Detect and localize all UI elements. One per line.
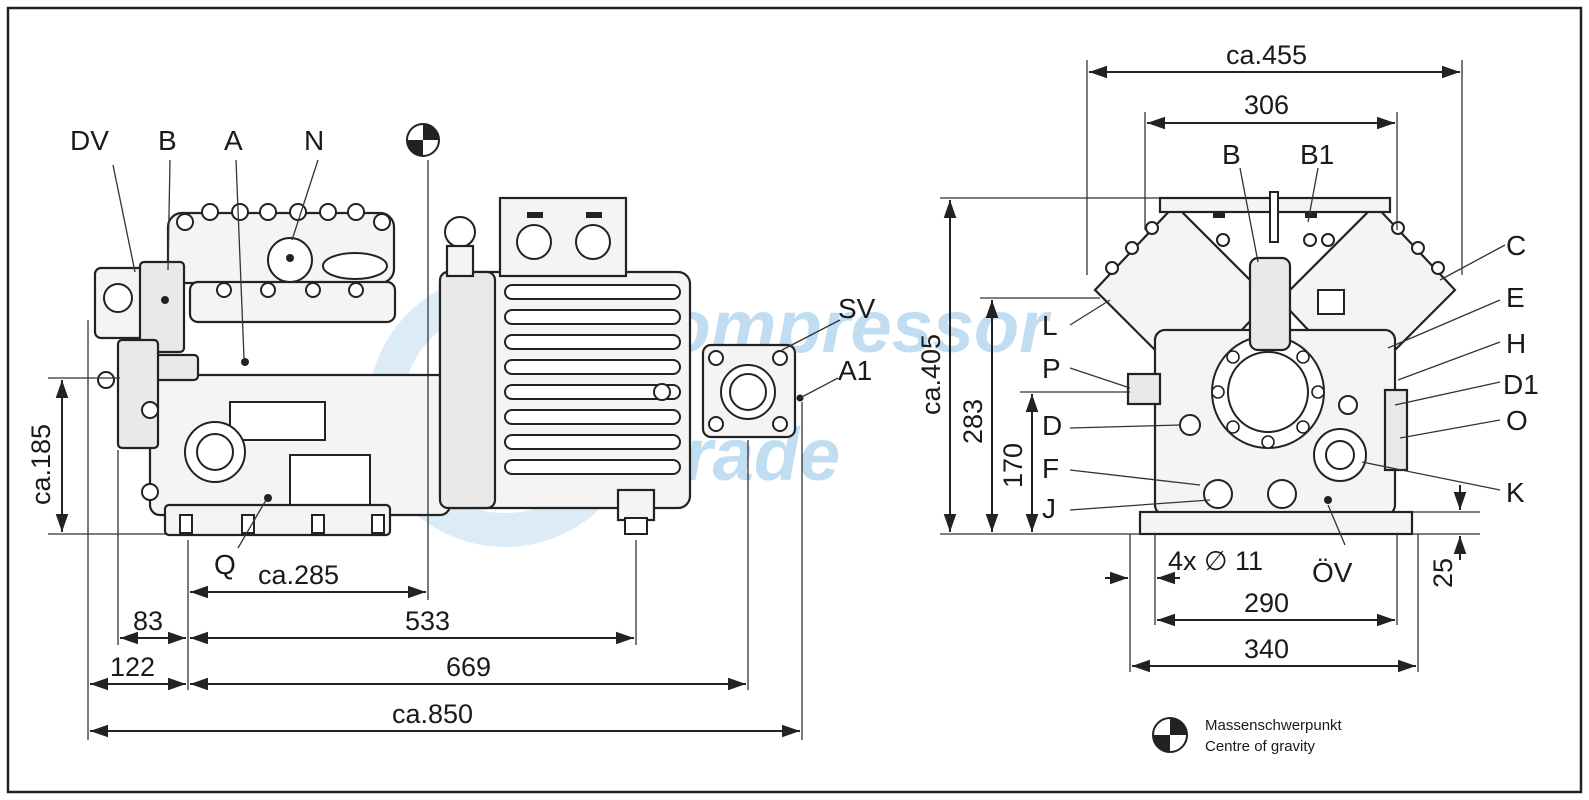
label-c: C <box>1506 230 1526 261</box>
side-leader-lines <box>112 159 841 549</box>
label-front-b: B <box>1222 139 1241 170</box>
dim-340: 340 <box>1244 634 1289 664</box>
dim-122: 122 <box>110 652 155 682</box>
legend-line-2: Centre of gravity <box>1205 738 1316 755</box>
label-b: B <box>158 125 177 156</box>
label-a1: A1 <box>838 355 872 386</box>
label-e: E <box>1506 282 1525 313</box>
label-sv: SV <box>838 293 876 324</box>
front-leader-lines <box>1069 167 1506 546</box>
label-b1: B1 <box>1300 139 1334 170</box>
front-extension-lines <box>940 60 1480 672</box>
label-d1: D1 <box>1503 369 1539 400</box>
dim-306: 306 <box>1244 90 1289 120</box>
front-dimension-lines <box>943 65 1467 673</box>
crankcase <box>97 338 452 537</box>
dim-25: 25 <box>1428 558 1458 588</box>
label-o: O <box>1506 405 1528 436</box>
crankcase-front <box>1126 256 1414 536</box>
legend: Massenschwerpunkt Centre of gravity <box>1152 717 1343 755</box>
dim-170: 170 <box>998 443 1028 488</box>
label-q: Q <box>214 549 236 580</box>
label-n: N <box>304 125 324 156</box>
side-view: DV B A N SV A1 Q ca.18 <box>26 123 876 740</box>
side-extension-lines <box>48 160 803 740</box>
label-l: L <box>1042 310 1058 341</box>
label-a: A <box>224 125 243 156</box>
label-dv: DV <box>70 125 109 156</box>
front-view: B B1 C E H D1 O K L P D F J ÖV <box>916 40 1539 673</box>
legend-line-1: Massenschwerpunkt <box>1205 717 1343 734</box>
side-dimension-lines <box>55 380 800 738</box>
label-ov: ÖV <box>1312 557 1353 588</box>
discharge-valve <box>93 260 186 354</box>
suction-valve <box>701 343 804 439</box>
dim-height-side: ca.185 <box>26 424 56 505</box>
label-h: H <box>1506 328 1526 359</box>
label-k: K <box>1506 477 1525 508</box>
dim-669: 669 <box>446 652 491 682</box>
label-f: F <box>1042 453 1059 484</box>
label-d: D <box>1042 410 1062 441</box>
centre-of-gravity-icon <box>406 123 440 157</box>
dim-cog: ca.285 <box>258 560 339 590</box>
dim-height-405: ca.405 <box>916 334 946 415</box>
legend-centre-of-gravity-icon <box>1152 717 1188 753</box>
dim-290: 290 <box>1244 588 1289 618</box>
dim-283: 283 <box>958 399 988 444</box>
dim-width-455: ca.455 <box>1226 40 1307 70</box>
dim-83: 83 <box>133 606 163 636</box>
dim-holes: 4x ∅ 11 <box>1168 546 1263 576</box>
motor-housing <box>438 196 692 535</box>
label-p: P <box>1042 353 1061 384</box>
dim-total-length: ca.850 <box>392 699 473 729</box>
cylinder-head <box>166 203 397 324</box>
label-j: J <box>1042 493 1056 524</box>
dim-533: 533 <box>405 606 450 636</box>
